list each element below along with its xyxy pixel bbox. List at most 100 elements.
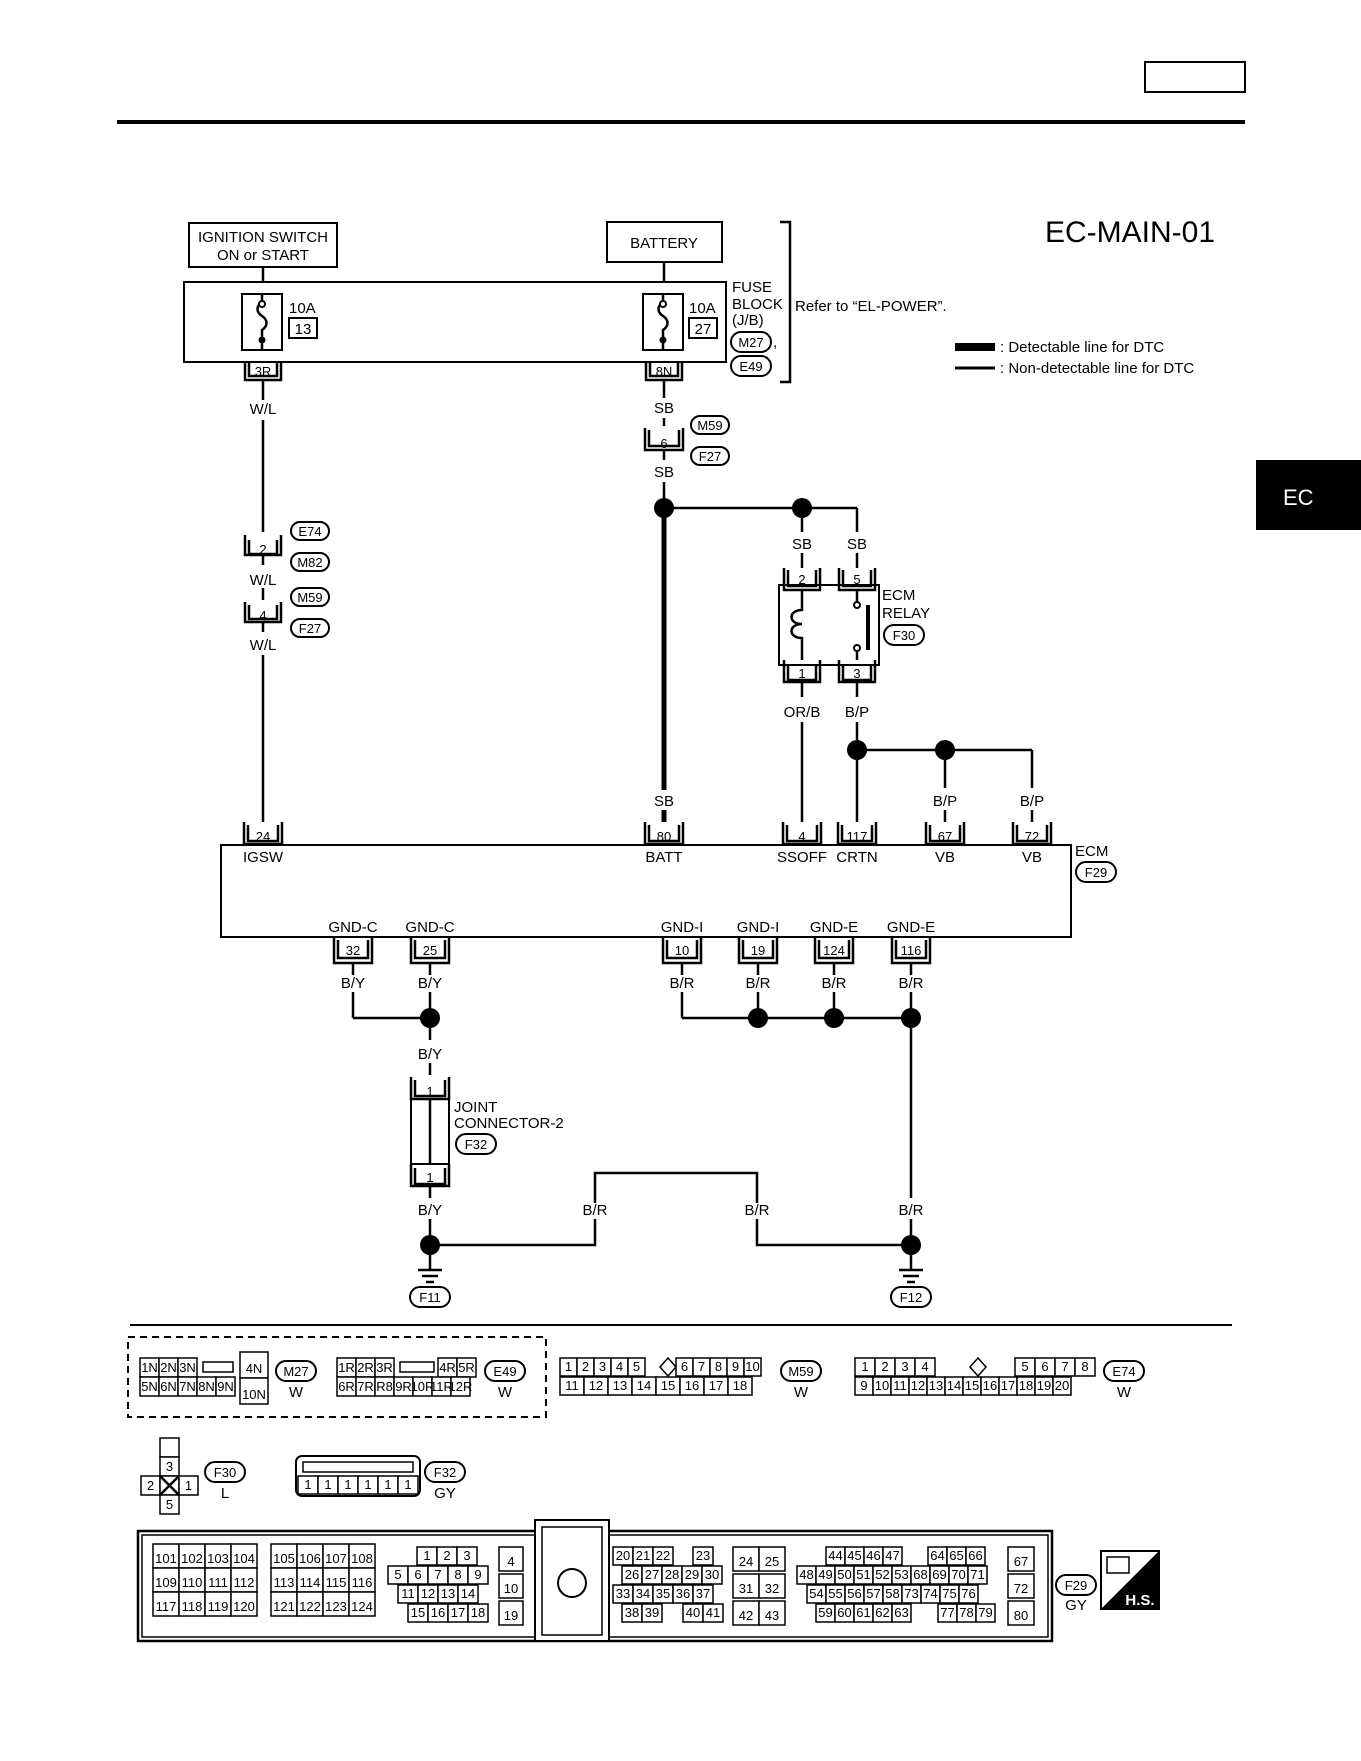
f29-g-cell: 49 (815, 1565, 836, 1585)
e74-cell: 8 (1074, 1357, 1096, 1377)
f29-g-pin: 52 (875, 1567, 889, 1582)
f29-h-pin: 72 (1014, 1581, 1028, 1596)
f29-c-pin: 5 (394, 1567, 401, 1582)
f29-h-cell: 80 (1007, 1600, 1035, 1626)
f30-pin: 2 (147, 1478, 154, 1493)
f29-g-cell: 50 (834, 1565, 855, 1585)
e74-cell: 3 (894, 1357, 916, 1377)
f29-b-cell: 124 (348, 1591, 376, 1617)
e49-pin: 12R (449, 1379, 473, 1394)
m59-pin: 7 (698, 1359, 705, 1374)
ecm-relay-label2: RELAY (882, 605, 930, 622)
m27-color: W (289, 1384, 304, 1401)
m59-pin: 2 (582, 1359, 589, 1374)
e49-pin: 7R (357, 1379, 374, 1394)
f29-e-cell: 39 (641, 1603, 663, 1623)
e74-pin: 1 (861, 1359, 868, 1374)
relay-pin-2: 2 (798, 572, 805, 587)
ecm-pin-number: 10 (675, 943, 689, 958)
f29-d-pin: 10 (504, 1581, 518, 1596)
fuse-block-conn-comma: , (773, 334, 777, 351)
f29-b-cell: 108 (348, 1543, 376, 1569)
e74-cell: 2 (874, 1357, 896, 1377)
ecm-pin-name: BATT (645, 849, 682, 866)
f29-color: GY (1065, 1597, 1087, 1614)
f29-g-pin: 46 (866, 1548, 880, 1563)
f29-b-pin: 116 (352, 1575, 373, 1590)
conn-m82: M82 (297, 555, 322, 570)
f30-cell (159, 1437, 180, 1458)
e74-cell: 16 (980, 1376, 1000, 1396)
m27-pin: 3N (179, 1360, 196, 1375)
f29-c-pin: 2 (443, 1548, 450, 1563)
f29-f-cell: 24 (732, 1546, 760, 1572)
f29-c-cell: 14 (457, 1584, 479, 1604)
ecm-pin-name: CRTN (836, 849, 877, 866)
f29-b-cell: 116 (348, 1567, 376, 1593)
m27-name: M27 (283, 1364, 308, 1379)
f29-g-cell: 78 (956, 1603, 977, 1623)
m59-pin: 1 (565, 1359, 572, 1374)
e49-cell: 4R (437, 1357, 458, 1378)
conn-f27-center: F27 (699, 449, 721, 464)
m59-pin: 11 (565, 1378, 579, 1393)
relay-pin-3: 3 (853, 666, 860, 681)
m59-cell: 4 (610, 1357, 629, 1377)
wire-label-bp-3: B/P (1020, 793, 1044, 810)
m27-cell: 8N (196, 1376, 217, 1397)
e49-color: W (498, 1384, 513, 1401)
m59-cell: 16 (679, 1376, 705, 1396)
wire-label-br-3: B/R (821, 975, 846, 992)
m59-cell: 18 (727, 1376, 753, 1396)
f29-b-pin: 105 (273, 1551, 295, 1566)
e49-pin: 5R (458, 1360, 475, 1375)
f30-pin: 3 (166, 1459, 173, 1474)
f29-g-cell: 68 (910, 1565, 931, 1585)
f29-g-cell: 56 (844, 1584, 865, 1604)
f32-cell: 1 (337, 1475, 359, 1495)
f32-pin: 1 (384, 1477, 391, 1492)
f29-e-pin: 37 (696, 1586, 710, 1601)
e49-cell: 9R (393, 1376, 414, 1397)
f29-e-pin: 20 (616, 1548, 630, 1563)
m27-pin: 4N (246, 1361, 263, 1376)
f29-f-pin: 43 (765, 1608, 779, 1623)
f29-e-pin: 27 (645, 1567, 659, 1582)
e74-pin: 13 (929, 1378, 943, 1393)
f29-e-pin: 36 (676, 1586, 690, 1601)
e74-cell: 18 (1016, 1376, 1036, 1396)
fuse-block-conn-e49: E49 (739, 359, 762, 374)
wire-label-bp-1: B/P (845, 704, 869, 721)
f29-g-pin: 59 (818, 1605, 832, 1620)
f29-g-pin: 62 (875, 1605, 889, 1620)
ecm-bottom-pins: GND-C32GND-C25GND-I10GND-I19GND-E124GND-… (328, 919, 935, 975)
conn-f32-joint: F32 (465, 1137, 487, 1152)
f29-c-pin: 8 (454, 1567, 461, 1582)
e49-cell: 3R (374, 1357, 395, 1378)
wire-label-br-7b: B/R (744, 1202, 769, 1219)
m59-cell: 10 (743, 1357, 762, 1377)
m27-cell: 6N (158, 1376, 179, 1397)
f29-g-cell: 53 (891, 1565, 912, 1585)
f29-g-pin: 79 (978, 1605, 992, 1620)
m27-e49-dashed-group (127, 1336, 547, 1418)
f29-g-pin: 70 (951, 1567, 965, 1582)
f29-g-pin: 57 (866, 1586, 880, 1601)
f32-cell: 1 (397, 1475, 419, 1495)
m27-pin: 7N (179, 1379, 196, 1394)
f29-e-cell: 38 (621, 1603, 643, 1623)
m27-cell: 10N (239, 1377, 269, 1405)
ecm-pin-number: 117 (847, 829, 868, 844)
wire-label-bp-2: B/P (933, 793, 957, 810)
f29-g-pin: 45 (847, 1548, 861, 1563)
f29-e-cell: 41 (702, 1603, 724, 1623)
f32-pin: 1 (324, 1477, 331, 1492)
e49-pin: 6R (338, 1379, 355, 1394)
e74-cell: 10 (872, 1376, 892, 1396)
f29-g-pin: 53 (894, 1567, 908, 1582)
e74-pin: 19 (1037, 1378, 1051, 1393)
e49-cell: 5R (456, 1357, 477, 1378)
m59-pin: 17 (709, 1378, 723, 1393)
